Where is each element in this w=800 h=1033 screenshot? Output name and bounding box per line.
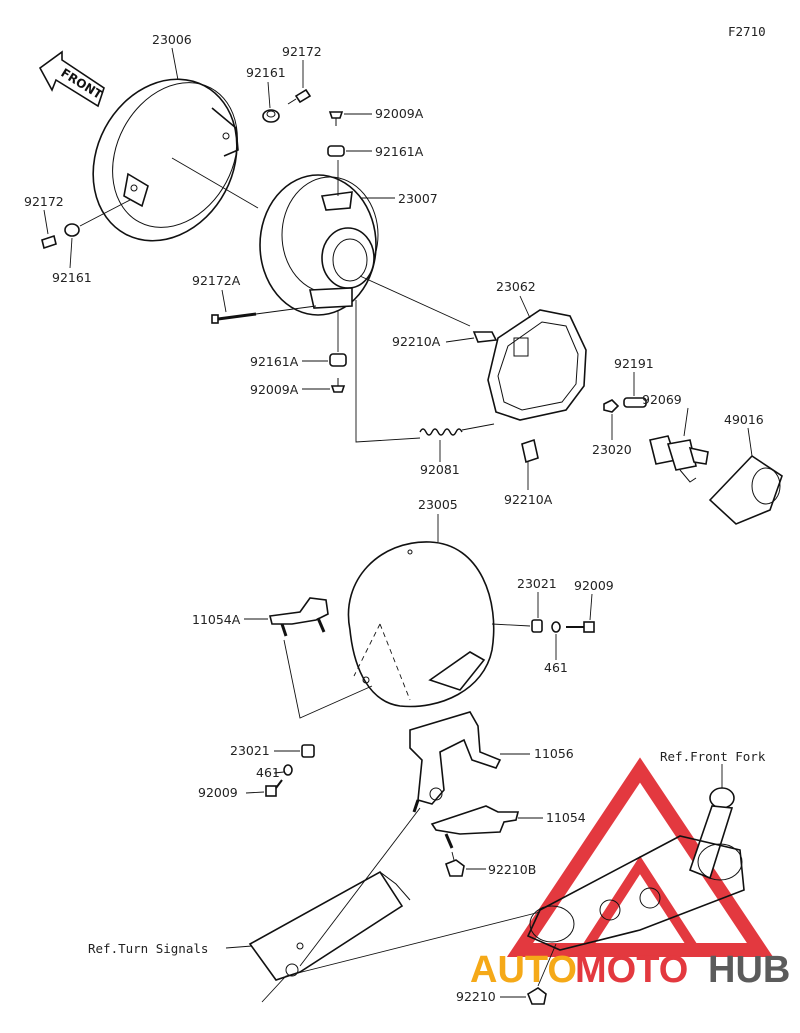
part-23006-rim bbox=[92, 78, 239, 242]
callout-92210: 92210 bbox=[456, 989, 496, 1004]
callout-23007: 23007 bbox=[398, 191, 438, 206]
part-92161A-bottom-grommet bbox=[329, 353, 347, 367]
part-92069-bulb bbox=[649, 435, 709, 483]
part-92161-left-grommet bbox=[64, 223, 80, 237]
part-92009-left-screw bbox=[265, 779, 283, 797]
callout-92069: 92069 bbox=[642, 392, 682, 407]
callout-92009-right: 92009 bbox=[574, 578, 614, 593]
callout-23020: 23020 bbox=[592, 442, 632, 457]
part-23007-housing bbox=[259, 174, 379, 316]
leader-23006 bbox=[171, 47, 179, 81]
callout-11056: 11056 bbox=[534, 746, 574, 761]
callout-92009A-bottom: 92009A bbox=[250, 382, 299, 397]
callout-49016: 49016 bbox=[724, 412, 764, 427]
part-49016-boot bbox=[708, 454, 783, 525]
callout-23021-left: 23021 bbox=[230, 743, 270, 758]
part-23062-bracket bbox=[487, 309, 587, 421]
front-arrow: FRONT bbox=[38, 50, 105, 108]
callout-23021-right: 23021 bbox=[517, 576, 557, 591]
part-23005-headlight-shell bbox=[347, 541, 495, 708]
callout-92210A-bottom: 92210A bbox=[504, 492, 553, 507]
part-92210A-top-clip bbox=[472, 331, 498, 343]
part-11056-bracket bbox=[409, 711, 502, 813]
callout-92191: 92191 bbox=[614, 356, 654, 371]
part-turn-signal-bracket bbox=[248, 870, 411, 981]
callout-92081: 92081 bbox=[420, 462, 460, 477]
part-23020-nut bbox=[603, 399, 620, 413]
callout-92172A: 92172A bbox=[192, 273, 241, 288]
callout-461-left: 461 bbox=[256, 765, 280, 780]
part-92172-top-screw bbox=[287, 88, 312, 105]
callout-11054: 11054 bbox=[546, 810, 586, 825]
callout-461-right: 461 bbox=[544, 660, 568, 675]
callout-92210B: 92210B bbox=[488, 862, 536, 877]
part-92009A-top-screw bbox=[328, 111, 344, 126]
part-92210-nut bbox=[527, 987, 547, 1005]
part-92009A-bottom-screw bbox=[330, 378, 346, 393]
ref-turn-signals: Ref.Turn Signals bbox=[88, 941, 208, 956]
part-23021-right-collar bbox=[531, 619, 543, 633]
callout-92009A-top: 92009A bbox=[375, 106, 424, 121]
callout-11054A: 11054A bbox=[192, 612, 241, 627]
callout-92161A-bottom: 92161A bbox=[250, 354, 299, 369]
watermark-text-hub: HUB bbox=[708, 949, 790, 991]
part-92172-left-screw bbox=[41, 234, 57, 250]
figure-code: F2710 bbox=[728, 24, 766, 39]
part-461-left-washer bbox=[283, 764, 293, 776]
part-92172A-bolt bbox=[211, 312, 257, 324]
part-11054-bracket bbox=[430, 805, 520, 849]
callout-23062: 23062 bbox=[496, 279, 536, 294]
part-92081-spring bbox=[419, 428, 463, 436]
part-92161A-top-grommet bbox=[327, 145, 345, 157]
callout-23006: 23006 bbox=[152, 32, 192, 47]
part-11054A-bracket bbox=[269, 597, 329, 637]
part-92009-right-screw bbox=[566, 621, 595, 633]
callout-92009-left: 92009 bbox=[198, 785, 238, 800]
callout-92161-top: 92161 bbox=[246, 65, 286, 80]
part-92191-pin bbox=[623, 397, 647, 408]
watermark-text-auto: AUTO bbox=[470, 949, 577, 991]
part-92210B-nut bbox=[445, 859, 465, 877]
part-92210A-bottom-clip bbox=[521, 438, 539, 464]
watermark-text-moto: MOTO bbox=[575, 949, 688, 991]
callout-92172-top: 92172 bbox=[282, 44, 322, 59]
callout-92210A-top: 92210A bbox=[392, 334, 441, 349]
callout-92161A-top: 92161A bbox=[375, 144, 424, 159]
part-front-fork-ref bbox=[526, 787, 745, 951]
callout-92172-left: 92172 bbox=[24, 194, 64, 209]
part-23021-left-collar bbox=[301, 744, 315, 758]
callout-92161-left: 92161 bbox=[52, 270, 92, 285]
part-92161-top-grommet bbox=[262, 109, 280, 123]
callout-23005: 23005 bbox=[418, 497, 458, 512]
ref-front-fork: Ref.Front Fork bbox=[660, 749, 766, 764]
watermark-triangle-inner bbox=[575, 855, 705, 955]
part-461-right-washer bbox=[551, 621, 561, 633]
